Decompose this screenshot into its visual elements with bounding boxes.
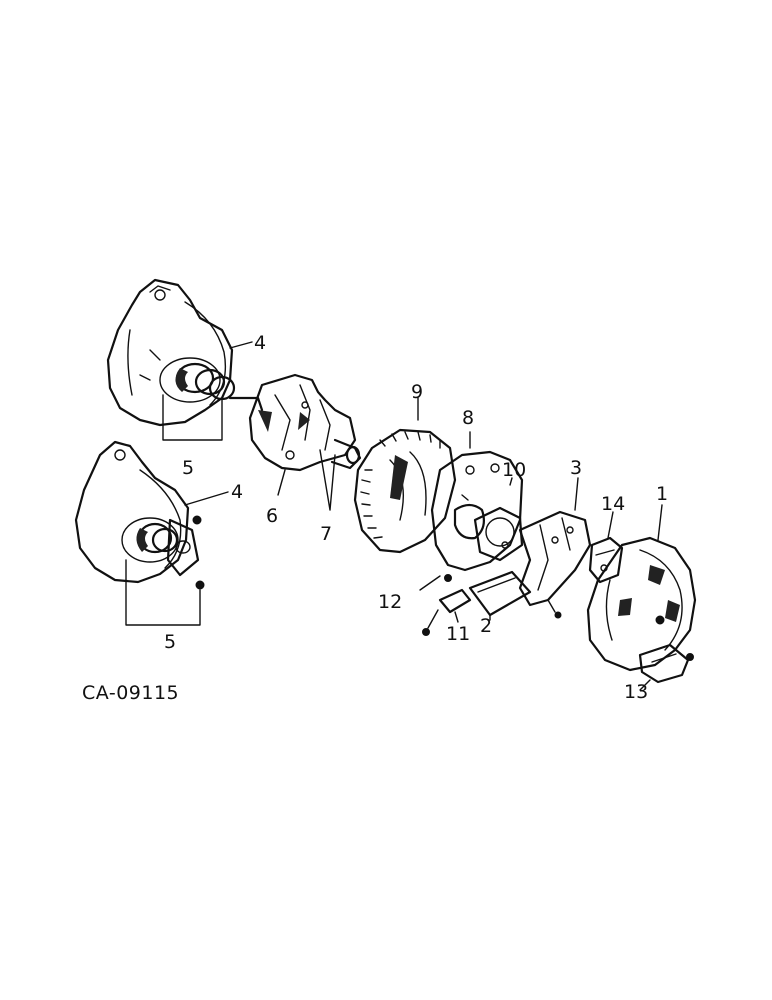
drive-end-frame-upper xyxy=(106,278,236,427)
callout-9: 9 xyxy=(411,381,423,403)
leader-13 xyxy=(639,679,651,691)
callout-4-lower: 4 xyxy=(231,481,243,503)
callout-13: 13 xyxy=(624,681,648,703)
callout-5-lower: 5 xyxy=(164,631,176,653)
callout-3: 3 xyxy=(570,457,582,479)
drawing-reference-number: CA-09115 xyxy=(82,682,179,704)
callout-12: 12 xyxy=(378,591,402,613)
rectifier-bridge xyxy=(518,510,592,619)
callout-8: 8 xyxy=(462,407,474,429)
leader-12 xyxy=(419,575,441,591)
rotor-assembly xyxy=(228,373,362,472)
leader-3 xyxy=(574,477,579,511)
leader-14 xyxy=(607,511,614,539)
callout-bracket-5-upper xyxy=(162,394,223,441)
callout-6: 6 xyxy=(266,505,278,527)
leader-7 xyxy=(319,449,336,511)
slip-ring-end-frame xyxy=(430,450,524,572)
callout-bracket-5-lower xyxy=(125,559,201,626)
drive-end-frame-lower xyxy=(74,440,205,590)
leader-4-lower xyxy=(184,491,229,506)
leader-1 xyxy=(657,504,663,541)
callout-1: 1 xyxy=(656,483,668,505)
stator xyxy=(353,428,457,554)
callout-7: 7 xyxy=(320,523,332,545)
brush-holder xyxy=(422,570,532,636)
leader-11 xyxy=(454,611,459,623)
callout-5-upper: 5 xyxy=(182,457,194,479)
callout-2: 2 xyxy=(480,615,492,637)
callout-10: 10 xyxy=(502,459,526,481)
callout-11: 11 xyxy=(446,623,470,645)
leader-10 xyxy=(509,477,513,486)
leader-4-upper xyxy=(229,341,253,349)
callout-14: 14 xyxy=(601,493,625,515)
leader-6 xyxy=(277,469,286,496)
rear-housing xyxy=(586,536,697,684)
callout-4-upper: 4 xyxy=(254,332,266,354)
regulator xyxy=(588,536,624,584)
